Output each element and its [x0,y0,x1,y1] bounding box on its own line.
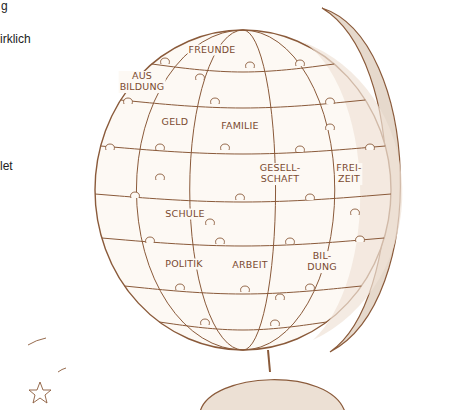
stroke-doodle [58,368,66,372]
puzzle-knob [356,236,365,242]
parallel-line [101,146,386,154]
topic-word: SCHULE [164,209,205,220]
puzzle-knob [241,286,250,292]
topic-word: FREI- ZEIT [335,163,362,185]
globe-shading [303,42,402,340]
puzzle-piece: SCHULE [164,209,205,220]
puzzle-knob [201,319,210,325]
puzzle-knob [276,294,285,300]
cut-off-text: irklich [0,33,31,45]
topic-word: FREUNDE [188,45,237,56]
parallel-line [102,238,384,246]
parallel-line [159,322,326,330]
topic-word: FAMILIE [220,121,260,132]
meridian-line [190,30,243,350]
star-doodle [29,382,51,403]
puzzle-piece: FREI- ZEIT [335,163,362,185]
globe-stem [268,350,270,372]
puzzle-knob [326,124,335,130]
puzzle-knob [366,144,375,150]
puzzle-knob [286,238,295,244]
puzzle-knob [124,98,133,104]
puzzle-knob [306,284,315,290]
puzzle-knob [306,194,315,200]
puzzle-piece: GELD [161,117,190,128]
puzzle-knob [206,219,215,225]
puzzle-piece: BIL- DUNG [306,251,338,273]
puzzle-knob [326,98,335,104]
puzzle-knob [216,238,225,244]
puzzle-piece: AUS BILDUNG [119,71,166,93]
cut-off-text: let [0,160,13,172]
puzzle-knob [246,62,255,68]
puzzle-knob [211,98,220,104]
puzzle-knob [156,144,165,150]
topic-word: ARBEIT [231,260,268,271]
topic-word: GESELL- SCHAFT [259,163,302,185]
topic-word: POLITIK [164,259,204,270]
puzzle-piece: ARBEIT [231,260,268,271]
topic-word: AUS BILDUNG [119,71,166,93]
puzzle-knob [221,144,230,150]
puzzle-piece: FAMILIE [220,121,260,132]
meridian-line [243,30,276,350]
puzzle-knob [146,237,155,243]
puzzle-knob [156,174,165,180]
puzzle-knob [236,194,245,200]
meridian-line [243,30,335,350]
puzzle-piece: GESELL- SCHAFT [259,163,302,185]
puzzle-knob [271,320,280,326]
puzzle-knob [106,144,115,150]
puzzle-knob [296,146,305,152]
puzzle-knob [131,192,140,198]
parallel-line [152,64,334,72]
puzzle-knob [351,209,360,215]
topic-word: BIL- DUNG [306,251,338,273]
cut-off-text: g [1,0,8,12]
puzzle-knob [296,60,305,66]
puzzle-piece: FREUNDE [188,45,237,56]
puzzle-piece: POLITIK [164,259,204,270]
parallel-line [125,286,362,294]
puzzle-knob [161,58,170,64]
puzzle-knob [196,74,205,80]
stroke-doodle [28,338,46,345]
globe-base [200,380,345,410]
topic-word: GELD [161,117,190,128]
puzzle-knob [176,284,185,290]
